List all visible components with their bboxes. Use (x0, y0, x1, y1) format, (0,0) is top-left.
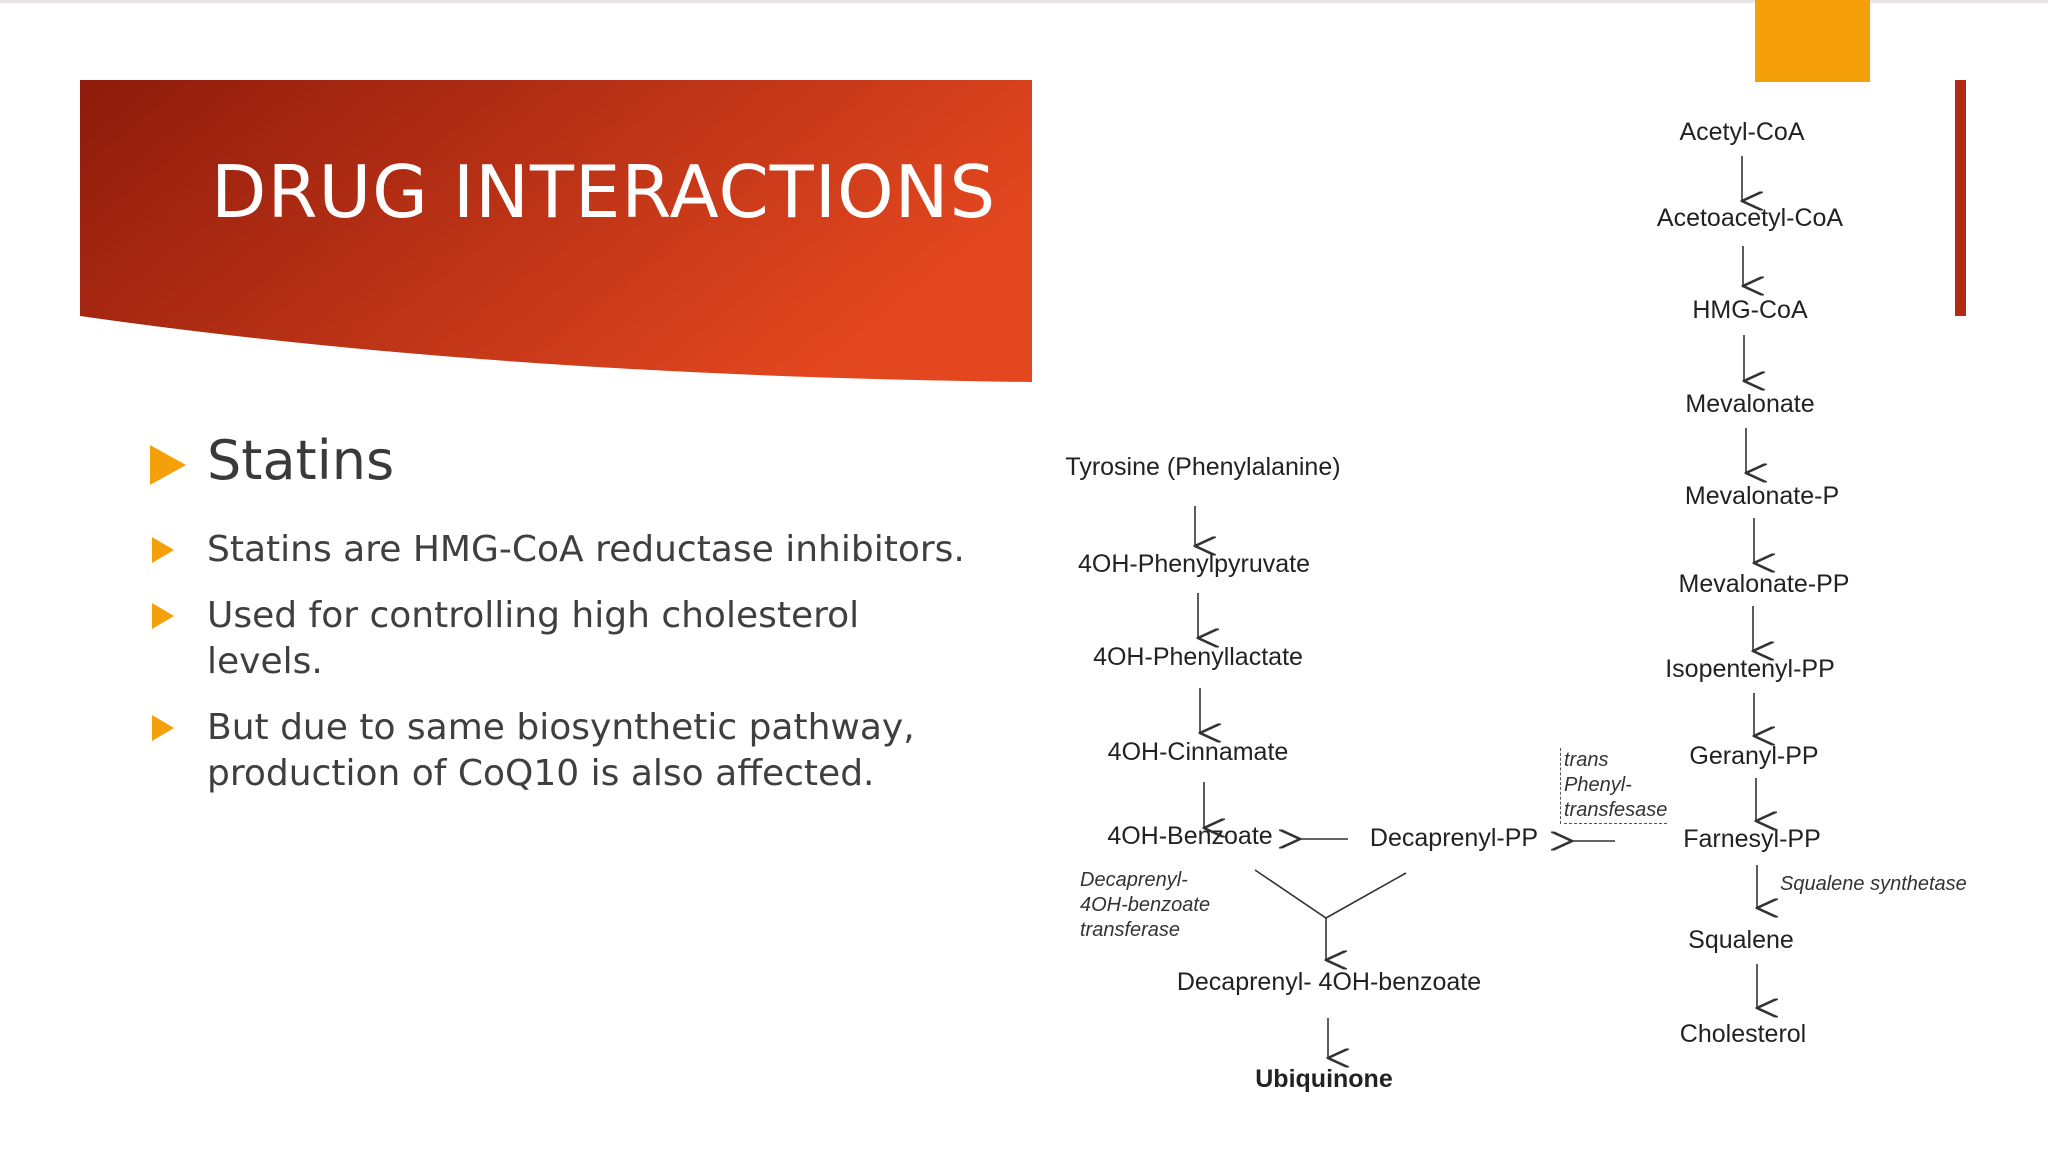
enzyme-squalene-synthetase: Squalene synthetase (1780, 873, 1967, 895)
node-squalene: Squalene (1688, 926, 1794, 954)
node-cholesterol: Cholesterol (1679, 1020, 1807, 1048)
node-acetoacetyl-coa: Acetoacetyl-CoA (1656, 204, 1844, 232)
slide-title: DRUG INTERACTIONS (211, 150, 997, 234)
node-tyrosine: Tyrosine (Phenylalanine) (1065, 453, 1341, 481)
node-ubiquinone: Ubiquinone (1255, 1065, 1393, 1093)
enzyme-line: Decaprenyl- (1080, 869, 1188, 891)
enzyme-line: 4OH-benzoate (1080, 894, 1211, 916)
node-farnesyl-pp: Farnesyl-PP (1683, 825, 1821, 853)
node-geranyl-pp: Geranyl-PP (1689, 742, 1819, 770)
accent-tab (1755, 0, 1870, 82)
node-decaprenyl-pp: Decaprenyl-PP (1369, 824, 1539, 852)
node-mevalonate: Mevalonate (1685, 390, 1815, 418)
triangle-bullet-icon (152, 603, 174, 629)
enzyme-line: transfesase (1564, 798, 1668, 824)
triangle-bullet-icon (152, 715, 174, 741)
bullet-item: But due to same biosynthetic pathway, pr… (150, 705, 1010, 797)
node-decaprenyl-4oh-benzoate: Decapreny‌l- 4OH-benzoate (1176, 968, 1482, 996)
node-4oh-phenylpyruvate: 4OH-Phenylpyruvate (1077, 550, 1311, 578)
heading-row: Statins (150, 425, 1010, 503)
bullet-list: Statins are HMG-CoA reductase inhibitors… (150, 527, 1010, 817)
triangle-bullet-icon (150, 445, 186, 485)
node-isopentenyl-pp: Isopentenyl-PP (1665, 655, 1835, 683)
triangle-bullet-icon (152, 537, 174, 563)
node-mevalonate-pp: Mevalonate-PP (1678, 570, 1850, 598)
node-mevalonate-p: Mevalonate-P (1684, 482, 1840, 510)
bullet-text: Statins are HMG-CoA reductase inhibitors… (207, 529, 965, 570)
enzyme-decaprenyl-transferase: Decaprenyl- 4OH-benzoate transferase (1080, 868, 1210, 943)
enzyme-line: transferase (1080, 919, 1181, 941)
bullet-text: Used for controlling high cholesterol le… (207, 595, 860, 682)
title-banner: DRUG INTERACTIONS (80, 80, 1032, 382)
node-4oh-phenyllactate: 4OH-Phenyllactate (1093, 643, 1303, 671)
bullet-item: Used for controlling high cholesterol le… (150, 593, 1010, 685)
top-rule (0, 0, 2048, 3)
right-accent-bar (1955, 80, 1966, 316)
enzyme-line: Phenyl- (1564, 774, 1632, 796)
node-hmg-coa: HMG-CoA (1692, 296, 1808, 324)
enzyme-line: trans (1564, 749, 1609, 771)
slide-content: Statins Statins are HMG-CoA reductase in… (150, 425, 1010, 794)
bullet-text: But due to same biosynthetic pathway, pr… (207, 707, 915, 794)
enzyme-trans-prenyl-transferase: trans Phenyl- transfesase (1560, 748, 1668, 824)
pathway-diagram: Acetyl-CoA Acetoacetyl-CoA HMG-CoA Meval… (1030, 88, 1970, 1152)
node-acetyl-coa: Acetyl-CoA (1679, 118, 1805, 146)
title-banner-shape (80, 80, 1032, 382)
node-4oh-benzoate: 4OH-Benzoate (1107, 822, 1273, 850)
node-4oh-cinnamate: 4OH-Cinnamate (1107, 738, 1289, 766)
pathway-arrows (1030, 156, 1970, 1152)
bullet-item: Statins are HMG-CoA reductase inhibitors… (150, 527, 1010, 573)
section-heading: Statins (207, 429, 395, 492)
